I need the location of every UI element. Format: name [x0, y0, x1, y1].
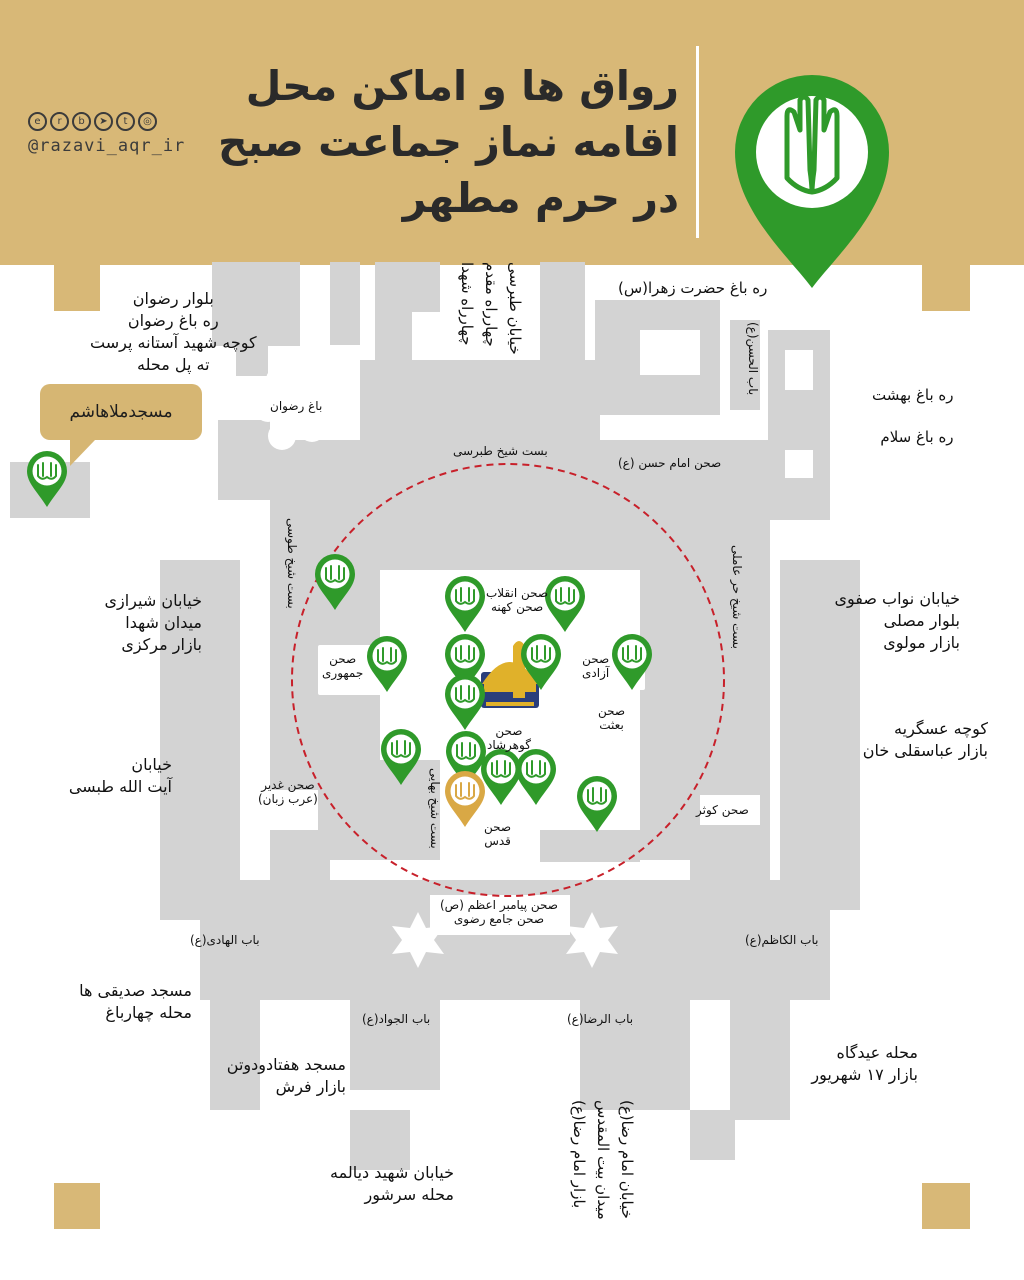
label-imam-reza-street: خیابان امام رضا(ع): [618, 1100, 636, 1219]
label-bab-reza: باب الرضا(ع): [567, 1012, 634, 1026]
label-imam-reza-bazaar: بازار امام رضا(ع): [570, 1100, 588, 1209]
label-left-mid: خیابان شیرازی میدان شهدا بازار مرکزی: [104, 591, 202, 654]
title-line-2: اقامه نماز جماعت صبح: [218, 118, 679, 166]
label-bagh-rezvan: باغ رضوان: [270, 399, 323, 413]
label-bab-kazem: باب الکاظم(ع): [745, 933, 819, 947]
eitaa-icon[interactable]: e: [28, 112, 47, 131]
label-sahn-imam-hasan: صحن امام حسن (ع): [618, 456, 722, 470]
label-sahn-goharshad: صحن گوهرشاد: [487, 724, 531, 752]
label-beit-almoghadas: میدان بیت المقدس: [594, 1100, 612, 1220]
label-sahn-jomhouri: صحن جمهوری: [322, 652, 364, 680]
label-moghadam: چهارراه مقدم: [482, 262, 500, 347]
label-bast-tabarsi: بست شیخ طبرسی: [453, 444, 548, 458]
twitter-icon[interactable]: t: [116, 112, 135, 131]
corner-squares: [54, 265, 970, 1229]
pin-ghods-2[interactable]: [515, 748, 557, 806]
label-sahn-ghods: صحن قدس: [484, 820, 512, 848]
label-bast-bahaei: بست شیخ بهایی: [428, 768, 442, 849]
pin-ghods-1[interactable]: [480, 748, 522, 806]
rubika-icon[interactable]: r: [50, 112, 69, 131]
label-bottom-left: خیابان شهید دیالمه محله سرشور: [329, 1163, 454, 1204]
map-buildings: [10, 262, 860, 1170]
bale-icon[interactable]: b: [72, 112, 91, 131]
label-rah-bagh-zahra: ره باغ حضرت زهرا(س): [618, 279, 768, 297]
page-title: رواق ها و اماکن محل اقامه نماز جماعت صبح…: [159, 58, 679, 226]
label-sahn-ghadir: صحن غدیر (عرب زبان): [258, 778, 318, 806]
label-sahn-kowsar: صحن کوثر: [696, 803, 749, 817]
label-bab-hasan: باب الحسن(ع): [746, 322, 760, 396]
label-shohada-crossing: چهارراه شهدا: [458, 262, 476, 346]
label-sahn-enghelab: صحن انقلاب صحن کهنه: [486, 586, 549, 614]
haram-circle: [291, 463, 725, 897]
pin-kowsar[interactable]: [576, 775, 618, 833]
label-tabarsi-street: خیابان طبرسی: [506, 262, 524, 355]
callout-molla-hashem: مسجدملاهاشم: [40, 384, 202, 440]
label-left-low2: مسجد هفتادودوتن بازار فرش: [226, 1055, 346, 1096]
instagram-icon[interactable]: ◎: [138, 112, 157, 131]
label-bast-toosi: بست شیخ طوسی: [285, 518, 299, 609]
social-handle[interactable]: @razavi_aqr_ir: [28, 136, 186, 156]
star-courtyards: [392, 912, 618, 968]
label-bab-javad: باب الجواد(ع): [362, 1012, 431, 1026]
callout-pointer: [70, 440, 95, 466]
title-line-1: رواق ها و اماکن محل: [245, 62, 679, 110]
label-right-mid: خیابان نواب صفوی بلوار مصلی بازار مولوی: [834, 589, 960, 652]
bagh-rezvan-garden: [254, 358, 338, 450]
pin-goharshad-3[interactable]: [444, 673, 486, 731]
label-sahn-besat: صحن بعثت: [598, 704, 626, 732]
label-top-left-block: بلوار رضوان ره باغ رضوان کوچه شهید آستان…: [90, 289, 257, 374]
label-right-mid2: کوچه عسگریه بازار عباسقلی خان: [862, 719, 988, 760]
title-line-3: در حرم مطهر: [402, 174, 679, 222]
label-bab-hadi: باب الهادی(ع): [190, 933, 260, 947]
label-right-top: ره باغ بهشت ره باغ سلام: [872, 386, 954, 446]
label-sahn-payambar: صحن پیامبر اعظم (ص) صحن جامع رضوی: [440, 898, 558, 926]
map-courtyards: [258, 330, 813, 935]
logo-pin-icon: [735, 75, 889, 288]
label-left-low: مسجد صدیقی ها محله چهارباغ: [79, 981, 192, 1022]
label-left-mid2: خیابان آیت الله طبسی: [68, 755, 172, 796]
label-sahn-azadi: صحن آزادی: [582, 652, 610, 680]
label-right-low: محله عیدگاه بازار ۱۷ شهریور: [811, 1043, 918, 1084]
social-icons: e r b ➤ t ◎: [28, 112, 157, 131]
label-bast-horr-ameli: بست شیخ حر عاملی: [730, 545, 744, 649]
telegram-icon[interactable]: ➤: [94, 112, 113, 131]
header-divider: [696, 46, 699, 238]
